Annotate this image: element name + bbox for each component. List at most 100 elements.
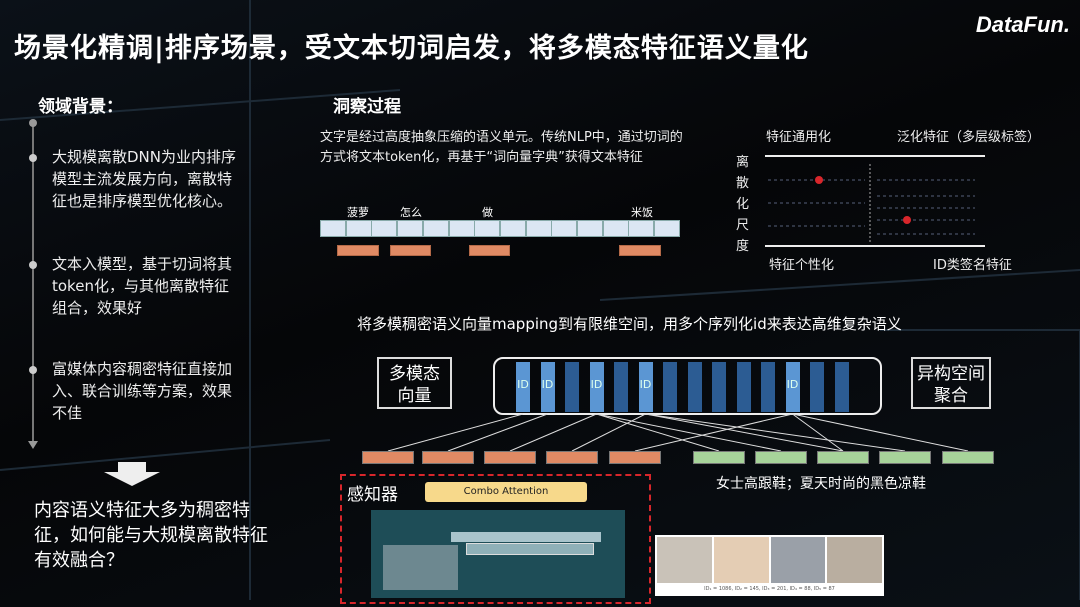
axis-char: 散 bbox=[736, 176, 750, 191]
text-bar bbox=[693, 451, 745, 464]
arrow bbox=[645, 413, 844, 452]
mapping-caption: 将多模稠密语义向量mapping到有限维空间，用多个序列化id来表达高维复杂语义 bbox=[357, 315, 902, 333]
token-cell bbox=[448, 220, 475, 237]
perceiver-frame bbox=[340, 474, 651, 604]
latent-bar bbox=[451, 532, 601, 542]
question-text: 内容语义特征大多为稠密特征，如何能与大规模离散特征有效融合？ bbox=[34, 500, 268, 571]
latent-array bbox=[466, 543, 594, 555]
token-cell bbox=[628, 220, 655, 237]
background-item: 富媒体内容稠密特征直接加入、联合训练等方案，效果不佳 bbox=[52, 360, 233, 422]
bullet-icon bbox=[29, 366, 37, 374]
arrow bbox=[634, 413, 793, 452]
shoe-photo bbox=[770, 537, 826, 583]
shoe-ids: ID₁ = 1086, ID₂ = 145, ID₃ = 201, ID₄ = … bbox=[704, 586, 835, 592]
text-bar bbox=[942, 451, 994, 464]
dot bbox=[903, 216, 911, 224]
token-cell bbox=[422, 220, 449, 237]
token-label: 做 bbox=[482, 206, 493, 219]
axis-char: 尺 bbox=[736, 218, 750, 233]
id-column bbox=[712, 362, 726, 412]
arrow bbox=[645, 413, 906, 452]
token-cell bbox=[577, 220, 603, 237]
multimodal-bar bbox=[362, 451, 414, 464]
multimodal-bar bbox=[609, 451, 661, 464]
token-cell bbox=[602, 220, 629, 237]
id-column: ID bbox=[589, 362, 604, 412]
id-column bbox=[663, 362, 677, 412]
timeline bbox=[32, 122, 34, 447]
id-column: ID bbox=[638, 362, 653, 412]
token-cell bbox=[345, 220, 372, 237]
timeline-arrow-icon bbox=[28, 441, 38, 449]
id-column: ID bbox=[516, 362, 530, 412]
arrow bbox=[792, 413, 844, 452]
token-cell bbox=[525, 220, 552, 237]
axis-char: 化 bbox=[736, 197, 750, 212]
shoe-images: ID₁ = 1086, ID₂ = 145, ID₃ = 201, ID₄ = … bbox=[655, 535, 884, 596]
embedding-bar bbox=[469, 245, 510, 256]
insight-text: 文字是经过高度抽象压缩的语义单元。传统NLP中，通过切词的方式将文本token化… bbox=[320, 130, 683, 165]
embedding-bar bbox=[390, 245, 431, 256]
dot bbox=[815, 176, 823, 184]
arrow bbox=[596, 413, 782, 452]
down-arrow-icon bbox=[118, 462, 146, 472]
bullet-icon bbox=[29, 261, 37, 269]
combo-attention-block: Combo Attention bbox=[425, 482, 587, 502]
id-column bbox=[565, 362, 579, 412]
insight-heading: 洞察过程 bbox=[333, 97, 401, 117]
id-column bbox=[810, 362, 824, 412]
arrow bbox=[387, 413, 524, 452]
multimodal-bar bbox=[422, 451, 474, 464]
bottom-left-label: 特征个性化 bbox=[769, 258, 835, 273]
background-item: 文本入模型，基于切词将其token化，与其他离散特征组合，效果好 bbox=[52, 255, 233, 317]
token-label: 怎么 bbox=[400, 206, 422, 219]
top-right-label: 泛化特征（多层级标签） bbox=[897, 130, 1041, 145]
shoe-photo bbox=[827, 537, 882, 583]
arrow bbox=[571, 413, 646, 452]
shoe-caption: 女士高跟鞋；夏天时尚的黑色凉鞋 bbox=[716, 476, 926, 492]
token-label: 米饭 bbox=[631, 206, 653, 219]
embedding-bar bbox=[619, 245, 661, 256]
axis-char: 度 bbox=[736, 239, 750, 254]
token-cell bbox=[474, 220, 501, 237]
multimodal-bar bbox=[484, 451, 536, 464]
text-bar bbox=[755, 451, 807, 464]
id-sequence-box bbox=[493, 357, 882, 415]
token-cell bbox=[551, 220, 578, 237]
multimodal-vector-box: 多模态向量 bbox=[377, 357, 452, 409]
id-column bbox=[761, 362, 775, 412]
arrow bbox=[596, 413, 720, 452]
token-label: 菠萝 bbox=[347, 206, 369, 219]
token-cell bbox=[654, 220, 681, 237]
arrow bbox=[509, 413, 597, 452]
timeline-dot bbox=[29, 119, 37, 127]
id-column bbox=[834, 362, 849, 412]
token-cell bbox=[320, 220, 346, 237]
bullet-icon bbox=[29, 154, 37, 162]
token-cell bbox=[397, 220, 424, 237]
car-image bbox=[383, 545, 458, 590]
multimodal-bar bbox=[546, 451, 598, 464]
id-column bbox=[687, 362, 702, 412]
arrow bbox=[447, 413, 548, 452]
heterogeneous-space-box: 异构空间聚合 bbox=[911, 357, 991, 409]
axis-label: 离散化尺度 bbox=[736, 152, 750, 257]
id-column bbox=[614, 362, 628, 412]
bottom-right-label: ID类签名特征 bbox=[933, 258, 1012, 273]
axis-char: 离 bbox=[736, 155, 750, 170]
id-column: ID bbox=[785, 362, 800, 412]
left-heading: 领域背景： bbox=[38, 97, 123, 117]
arrow bbox=[792, 413, 969, 452]
id-column: ID bbox=[540, 362, 555, 412]
shoe-photo bbox=[657, 537, 712, 583]
text-bar bbox=[817, 451, 869, 464]
page-title: 场景化精调|排序场景，受文本切词启发，将多模态特征语义量化 bbox=[14, 33, 809, 64]
datafun-logo: DataFun. bbox=[975, 12, 1070, 37]
shoe-photo bbox=[713, 537, 769, 583]
top-left-label: 特征通用化 bbox=[766, 130, 832, 145]
id-column bbox=[736, 362, 751, 412]
perceiver-label: 感知器 bbox=[347, 485, 398, 505]
